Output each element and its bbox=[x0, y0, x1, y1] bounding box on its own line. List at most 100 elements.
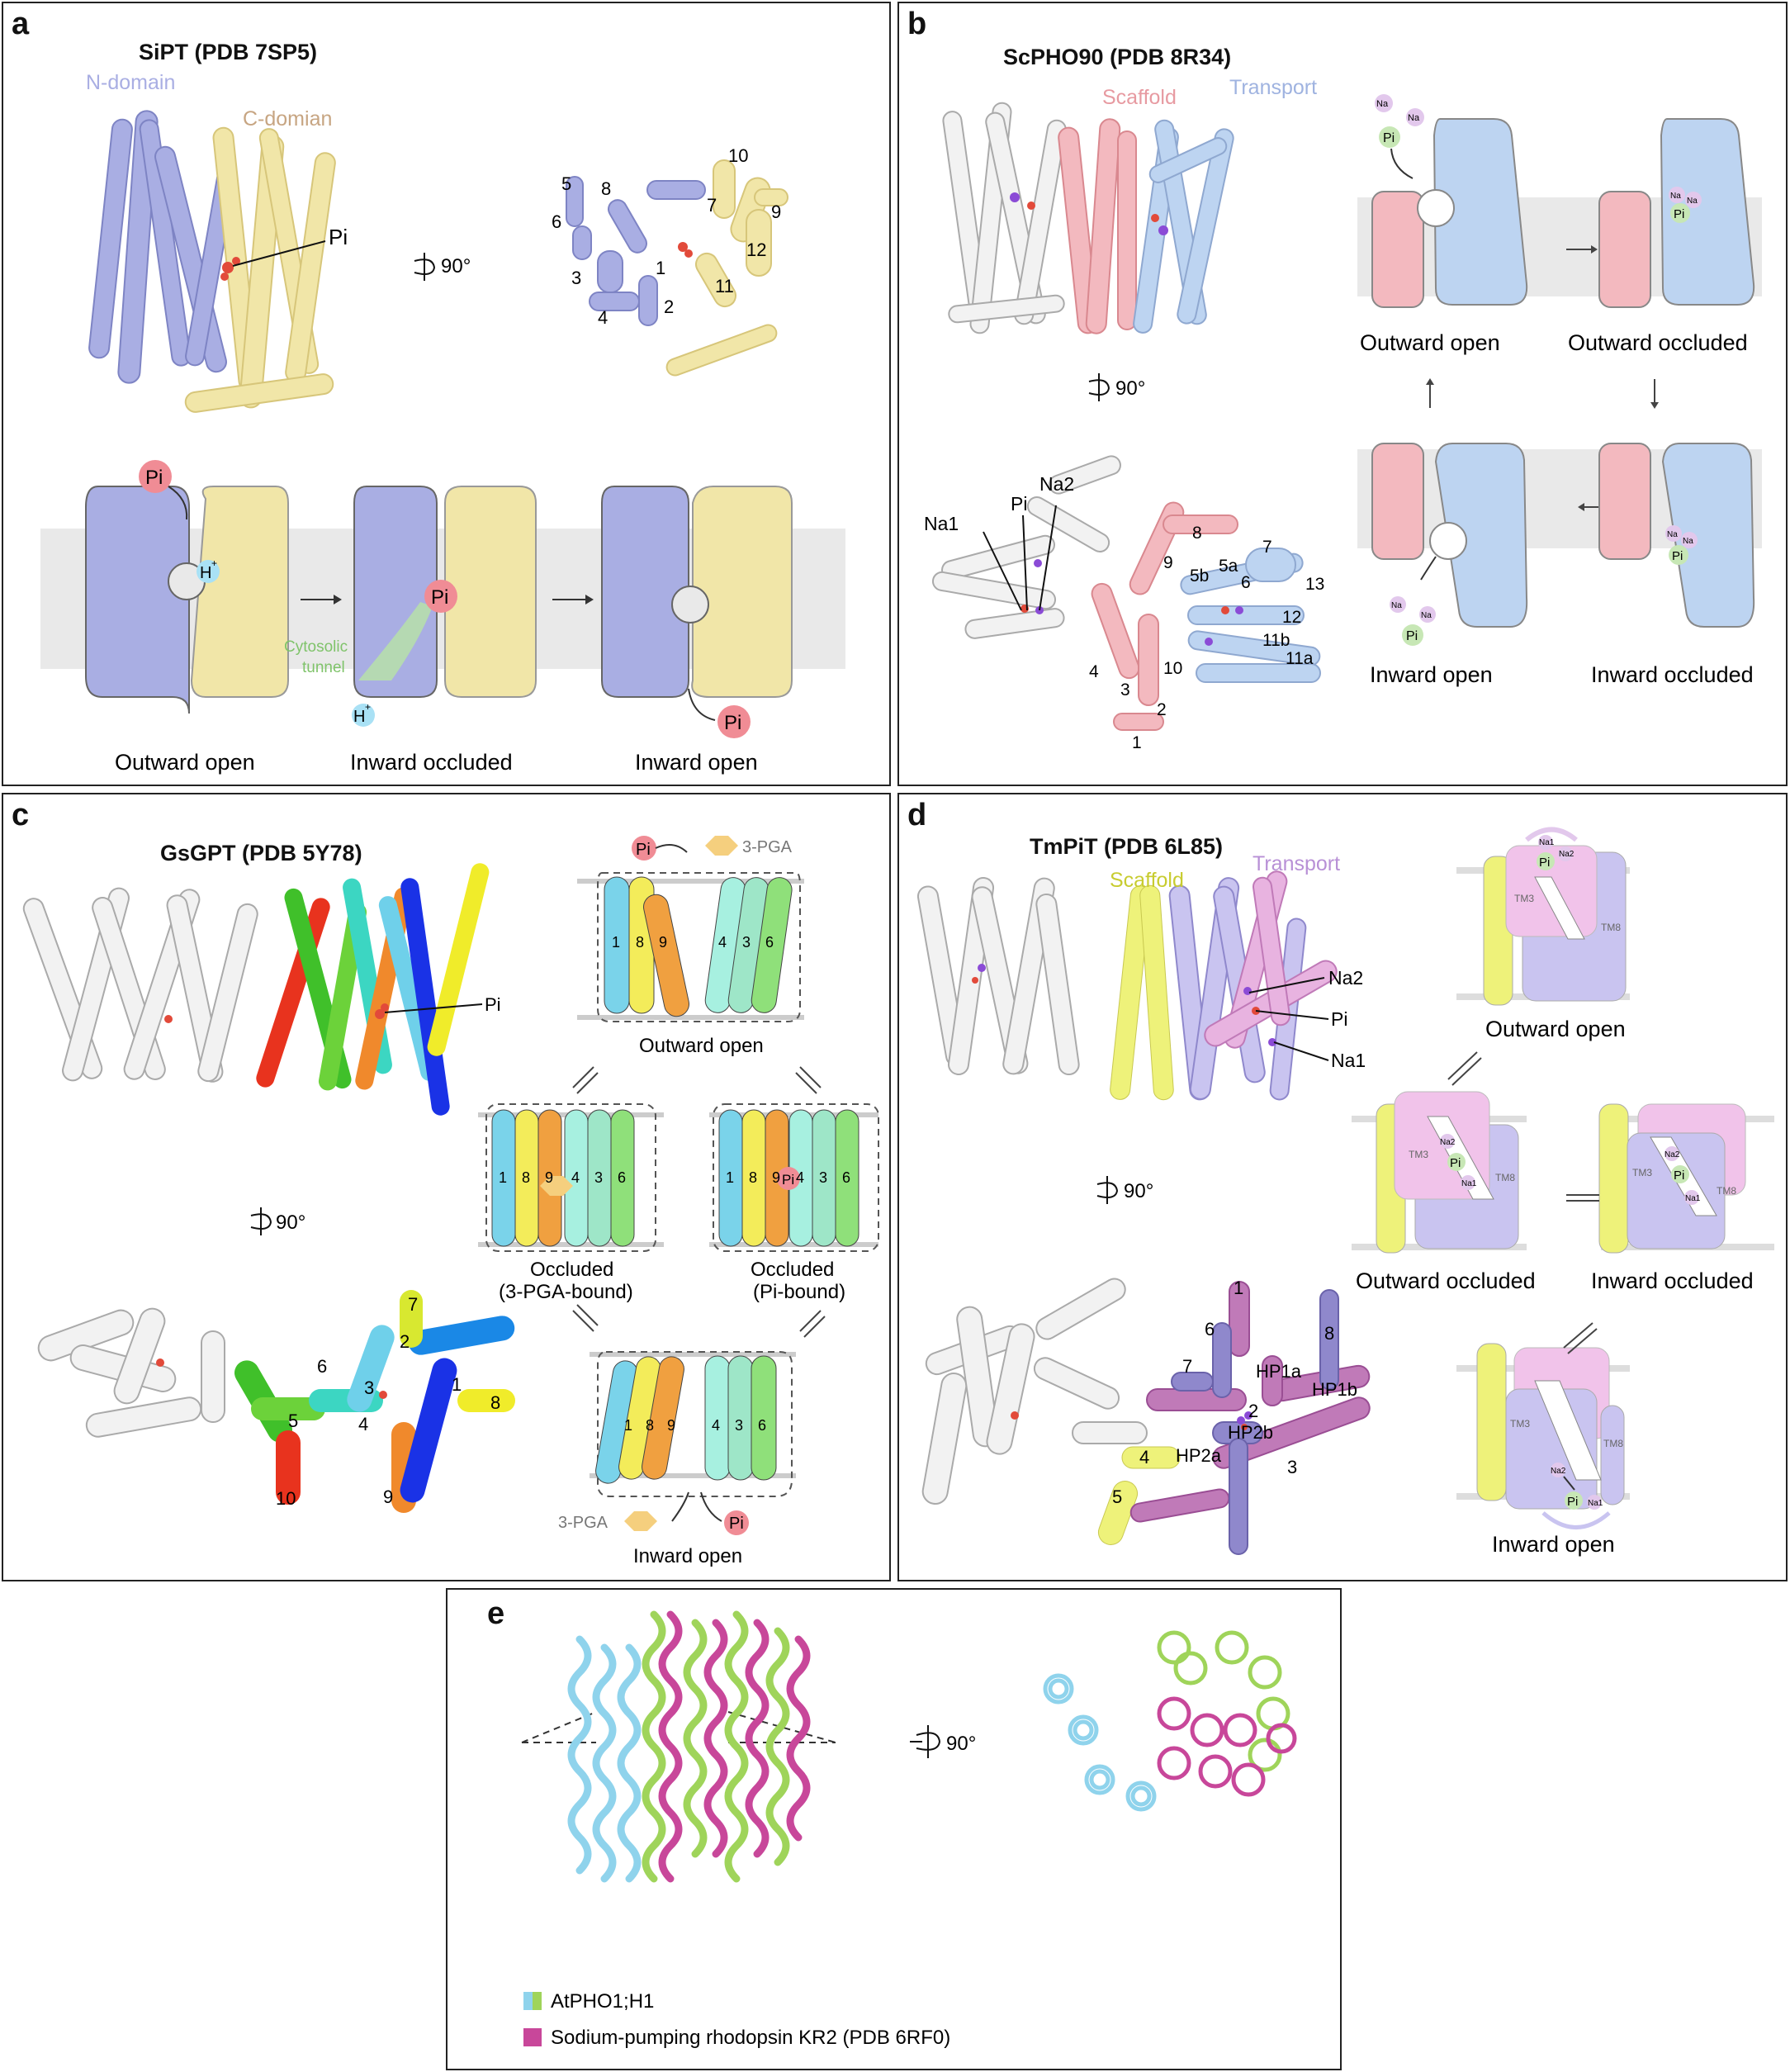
na1-ion: Na1 bbox=[1685, 1194, 1701, 1203]
state-label: (3-PGA-bound) bbox=[499, 1281, 633, 1303]
legend bbox=[523, 1992, 542, 2046]
state-label: Outward open bbox=[1360, 330, 1500, 355]
h-plus-sup: + bbox=[365, 701, 371, 713]
helix-number: 4 bbox=[796, 1169, 804, 1186]
tm8-label: TM8 bbox=[1717, 1185, 1736, 1197]
na2-label: Na2 bbox=[1328, 967, 1363, 989]
equilibrium-arrows bbox=[572, 1066, 826, 1338]
state-label: Occluded bbox=[751, 1259, 834, 1281]
h-plus-sup: + bbox=[211, 557, 217, 569]
helix-numbers-occluded-pga: 1 8 9 4 3 6 bbox=[499, 1169, 626, 1186]
state-outward-open bbox=[577, 836, 804, 1022]
pi-ion: Pi bbox=[1450, 1156, 1461, 1170]
helix-number: 6 bbox=[317, 1356, 327, 1377]
state-outward-open bbox=[1456, 827, 1630, 1006]
panel-d-graphics: Scaffold Transport Na2 Pi Na1 90° bbox=[916, 827, 1774, 1557]
pi-ion: Pi bbox=[636, 841, 651, 859]
pi-ion: Pi bbox=[1567, 1495, 1578, 1509]
helix-number: 11 bbox=[715, 276, 734, 296]
helix-number: 9 bbox=[1163, 553, 1173, 572]
state-label: (Pi-bound) bbox=[753, 1281, 845, 1303]
na-ion: Na bbox=[1667, 530, 1678, 539]
sipt-helix-numbers: 1 2 3 4 5 6 7 8 9 10 11 12 bbox=[552, 145, 781, 328]
helix-number: 4 bbox=[712, 1417, 720, 1434]
rotate-label: 90° bbox=[946, 1733, 976, 1755]
helix-number: 8 bbox=[490, 1392, 500, 1413]
helix-number: 11b bbox=[1262, 631, 1290, 650]
pi-ion: Pi bbox=[1672, 549, 1683, 563]
helix-number: 3 bbox=[364, 1377, 374, 1398]
helix-numbers-outward: 1 8 9 4 3 6 bbox=[612, 934, 774, 951]
na2-ion: Na2 bbox=[1440, 1138, 1456, 1147]
na-ion: Na bbox=[1408, 113, 1420, 123]
panel-e: e 90° bbox=[446, 1588, 1342, 2070]
panel-label: b bbox=[907, 7, 927, 41]
helix-number: 6 bbox=[618, 1169, 626, 1186]
helix-number: 3 bbox=[735, 1417, 743, 1434]
panel-label: a bbox=[12, 7, 30, 41]
helix-label: HP1b bbox=[1312, 1379, 1357, 1400]
sipt-top-structure bbox=[566, 159, 788, 377]
helix-number: 5b bbox=[1190, 567, 1209, 586]
equilibrium-arrows bbox=[1447, 1051, 1599, 1354]
state-inward-occluded bbox=[1598, 1103, 1774, 1254]
panel-label: d bbox=[907, 798, 927, 832]
panel-a-graphics: N-domain C-domian Pi 90° bbox=[40, 71, 845, 775]
state-label: Inward open bbox=[1492, 1532, 1615, 1557]
helix-label: 7 bbox=[1182, 1356, 1192, 1377]
na2-ion: Na2 bbox=[1559, 850, 1575, 859]
legend-label: AtPHO1;H1 bbox=[551, 1990, 654, 2013]
helix-number: 8 bbox=[522, 1169, 530, 1186]
helix-number: 9 bbox=[545, 1169, 553, 1186]
na-ion: Na bbox=[1421, 611, 1432, 620]
tunnel-label: tunnel bbox=[302, 659, 345, 676]
panel-title: TmPiT (PDB 6L85) bbox=[1030, 834, 1224, 859]
helix-number: 11a bbox=[1286, 649, 1314, 668]
helix-number: 1 bbox=[1132, 733, 1142, 752]
helix-number: 1 bbox=[612, 934, 620, 951]
panel-label: c bbox=[12, 798, 30, 832]
rotate-icon bbox=[250, 1207, 272, 1235]
state-outward-open bbox=[1371, 94, 1528, 308]
state-inward-open bbox=[1456, 1343, 1630, 1529]
panel-title: ScPHO90 (PDB 8R34) bbox=[1003, 45, 1232, 69]
tmpit-side-structure bbox=[916, 870, 1338, 1101]
helix-number: 2 bbox=[400, 1331, 410, 1352]
superposition-side-view bbox=[521, 1610, 836, 1883]
na-ion: Na bbox=[1683, 537, 1693, 546]
rotate-label: 90° bbox=[1115, 377, 1145, 400]
helix-number: 2 bbox=[1157, 700, 1167, 719]
tm8-label: TM8 bbox=[1603, 1438, 1623, 1449]
helix-number: 1 bbox=[499, 1169, 507, 1186]
pi-label: Pi bbox=[1331, 1008, 1347, 1030]
helix-label: 5 bbox=[1112, 1486, 1122, 1507]
helix-number: 3 bbox=[819, 1169, 827, 1186]
panel-c: c GsGPT (PDB 5Y78) Pi bbox=[2, 793, 891, 1581]
helix-number: 4 bbox=[1089, 662, 1099, 681]
pi-label: Pi bbox=[485, 994, 501, 1015]
helix-label: 2 bbox=[1248, 1401, 1258, 1421]
helix-number: 10 bbox=[728, 145, 748, 166]
panel-b-graphics: Scaffold Transport 90° bbox=[924, 76, 1762, 752]
c-domain-label: C-domian bbox=[243, 107, 332, 130]
na-ion: Na bbox=[1376, 99, 1389, 109]
pi-ion: Pi bbox=[1674, 207, 1684, 221]
panel-title: GsGPT (PDB 5Y78) bbox=[160, 841, 362, 865]
state-inward-occluded bbox=[1598, 443, 1755, 628]
gsgpt-side-structure bbox=[22, 863, 490, 1116]
pi-ion: Pi bbox=[431, 586, 448, 609]
state-outward-occluded bbox=[1352, 1091, 1527, 1254]
helix-number: 8 bbox=[601, 178, 611, 199]
helix-number: 9 bbox=[772, 1169, 780, 1186]
helix-number: 12 bbox=[746, 239, 766, 260]
pi-ion: Pi bbox=[782, 1172, 794, 1188]
panel-b: b ScPHO90 (PDB 8R34) bbox=[897, 2, 1788, 786]
helix-number: 6 bbox=[552, 211, 561, 232]
na2-ion: Na2 bbox=[1551, 1467, 1566, 1476]
state-label: Occluded bbox=[530, 1259, 613, 1281]
sipt-side-structure bbox=[88, 110, 336, 413]
helix-number: 1 bbox=[452, 1374, 462, 1395]
scpho90-helix-numbers: 8 7 9 5a 5b 6 13 12 11b 11a 4 3 10 2 1 bbox=[1089, 524, 1324, 752]
rotate-label: 90° bbox=[1124, 1180, 1153, 1202]
pi-ion: Pi bbox=[1674, 1169, 1684, 1183]
